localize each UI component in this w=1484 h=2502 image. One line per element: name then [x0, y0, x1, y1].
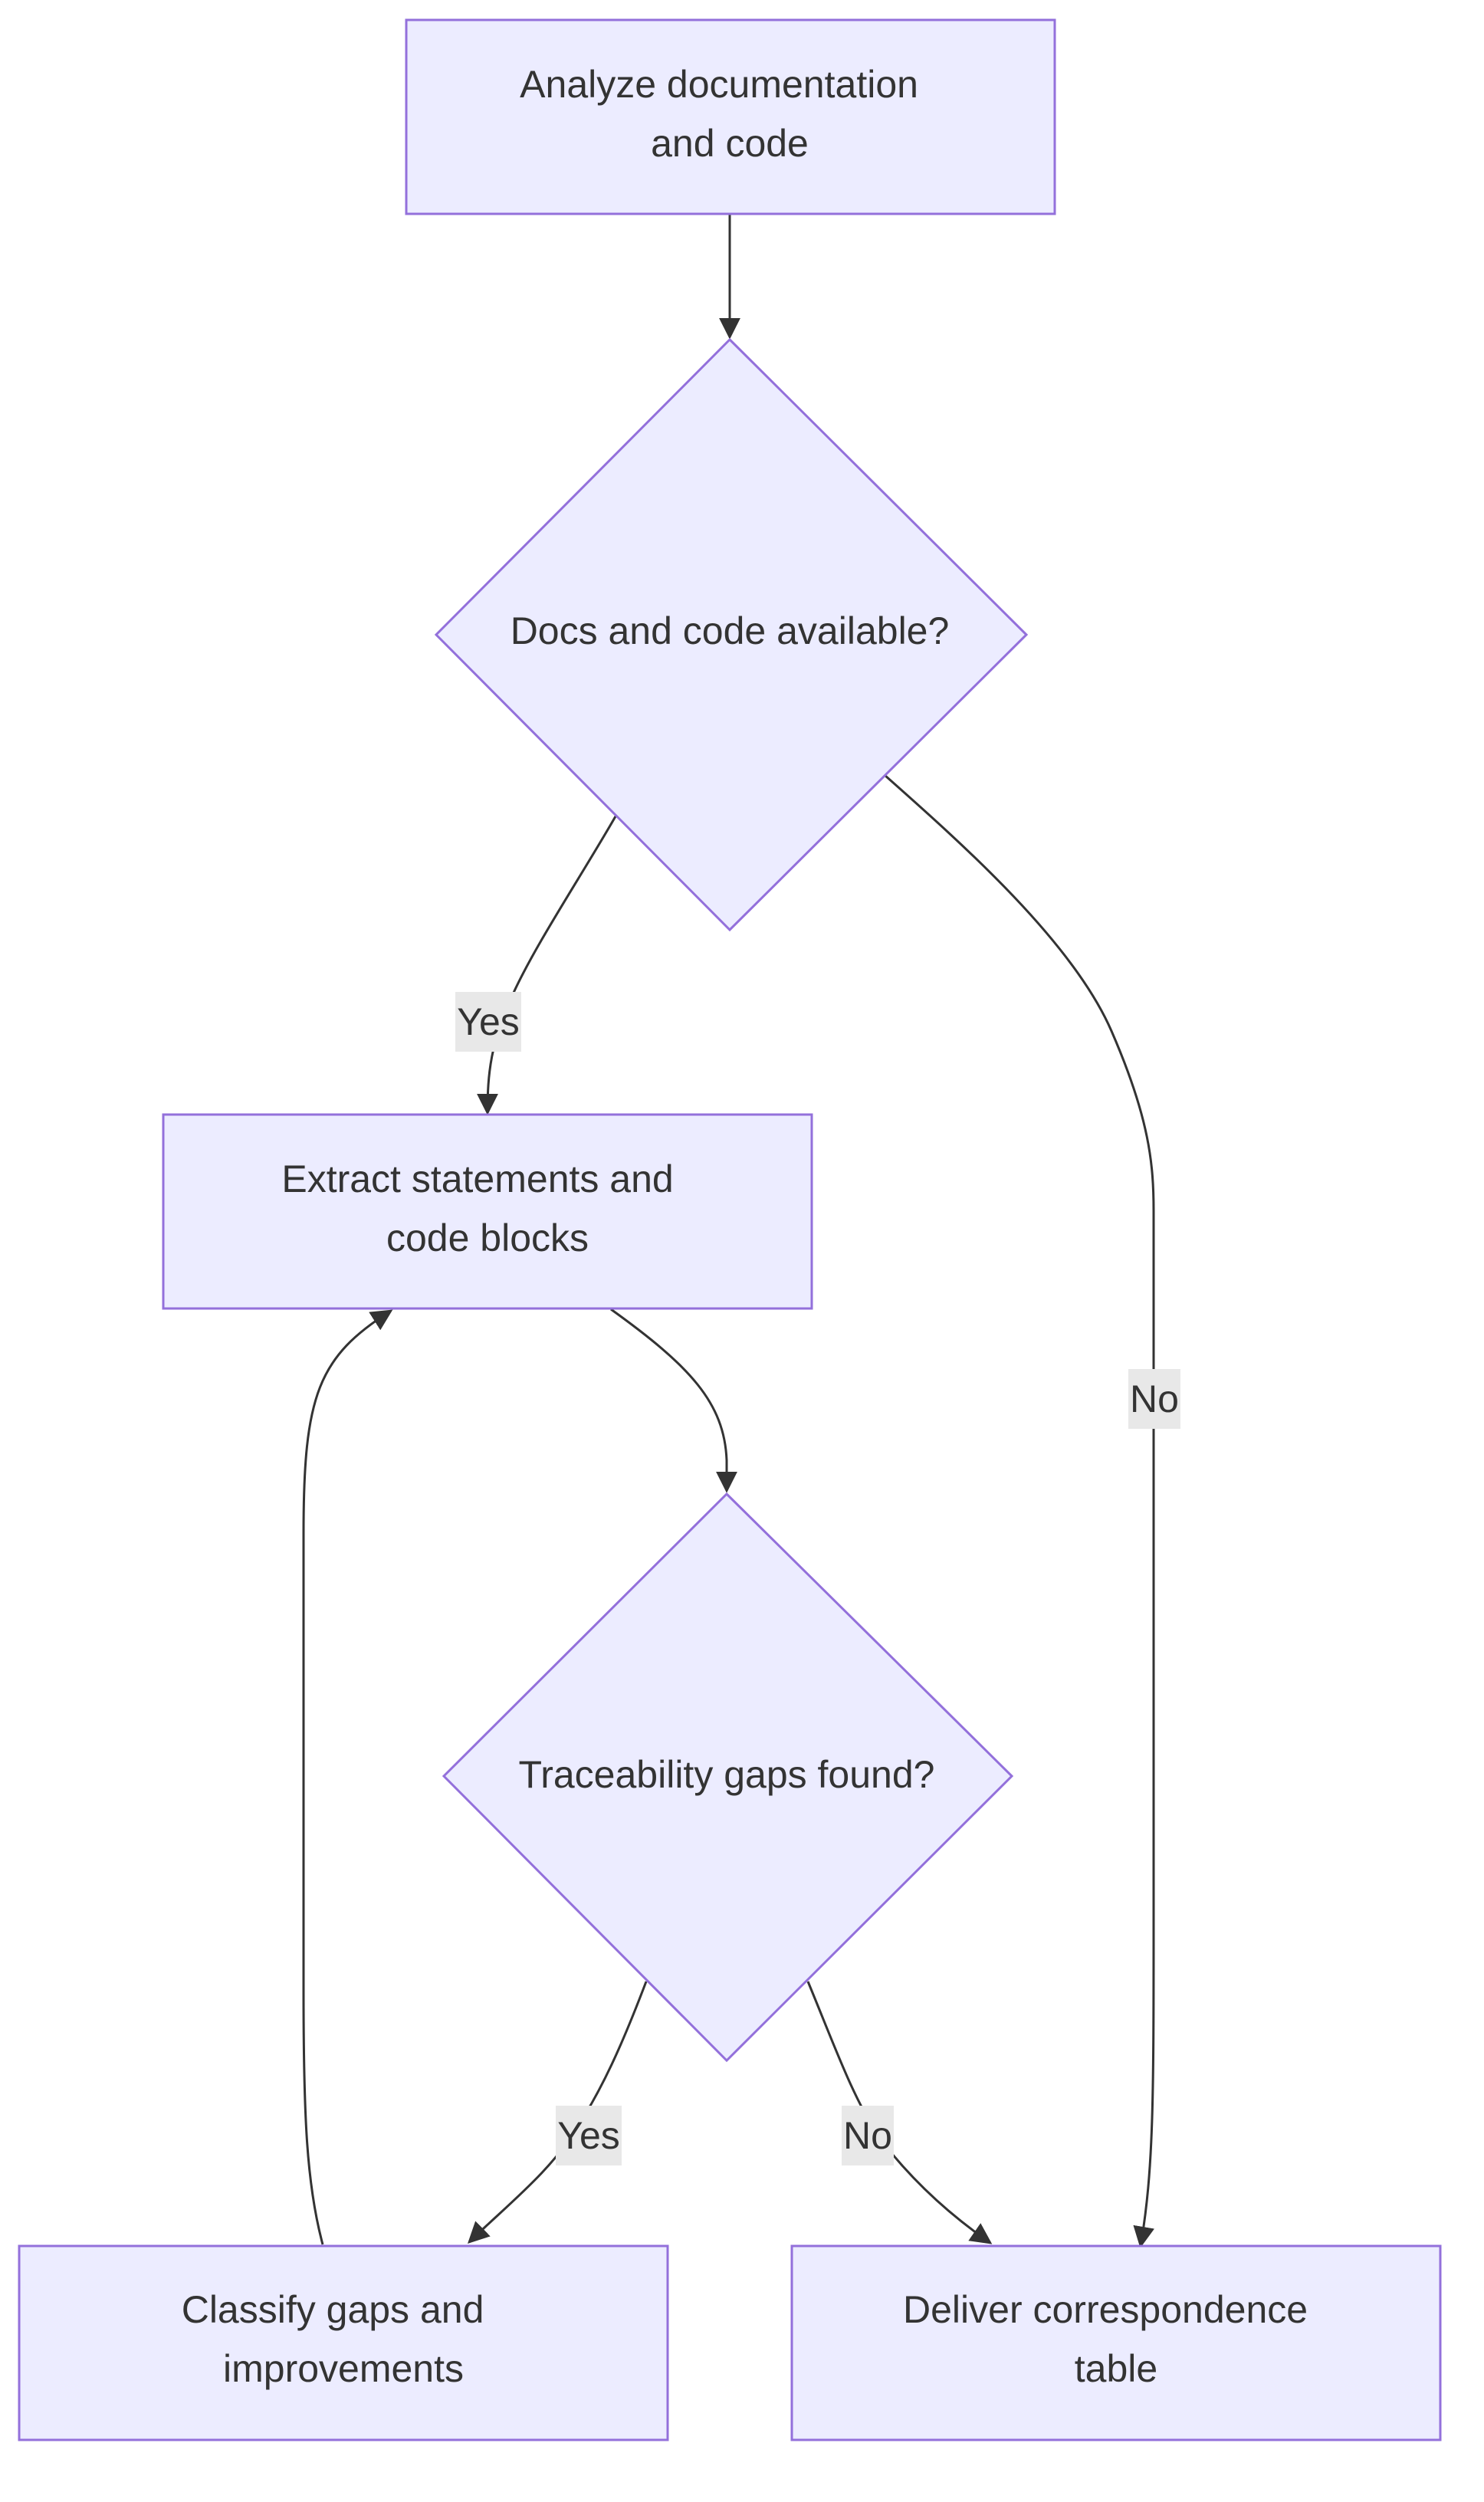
edge-classify-to-extract — [302, 1309, 393, 2245]
node-classify-gaps: Classify gaps and improvements — [18, 2244, 669, 2441]
edge-label-docs-no-text: No — [1130, 1377, 1179, 1420]
edge-label-docs-yes-text: Yes — [457, 1000, 520, 1043]
node-analyze-documentation-label: Analyze documentation and code — [520, 63, 929, 165]
node-classify-gaps-label: Classify gaps and improvements — [182, 2288, 495, 2390]
edge-label-docs-yes: Yes — [455, 992, 521, 1052]
edge-gaps-found-no — [806, 1981, 993, 2244]
edge-label-gaps-no-text: No — [843, 2114, 892, 2157]
node-extract-statements-label: Extract statements and code blocks — [281, 1157, 684, 1259]
edge-extract-to-gaps-found — [610, 1308, 737, 1493]
edge-label-docs-no: No — [1128, 1369, 1180, 1429]
node-analyze-documentation: Analyze documentation and code — [405, 18, 1056, 215]
node-docs-available-label: Docs and code available? — [511, 609, 950, 652]
nodes: Analyze documentation and code Docs and … — [18, 18, 1442, 2441]
edge-label-gaps-yes: Yes — [556, 2106, 622, 2165]
edge-docs-available-yes — [477, 816, 617, 1115]
edge-label-gaps-no: No — [842, 2106, 894, 2165]
node-gaps-found-label: Traceability gaps found? — [519, 1753, 935, 1796]
edge-label-gaps-yes-text: Yes — [557, 2114, 620, 2157]
node-gaps-found-decision: Traceability gaps found? — [442, 1492, 1014, 2063]
edge-docs-available-no — [885, 774, 1155, 2248]
node-docs-available-decision: Docs and code available? — [434, 337, 1029, 932]
node-deliver-table: Deliver correspondence table — [790, 2244, 1442, 2441]
node-extract-statements: Extract statements and code blocks — [162, 1113, 813, 1310]
node-deliver-table-label: Deliver correspondence table — [903, 2288, 1318, 2390]
edge-labels: Yes No Yes No — [455, 992, 1180, 2165]
